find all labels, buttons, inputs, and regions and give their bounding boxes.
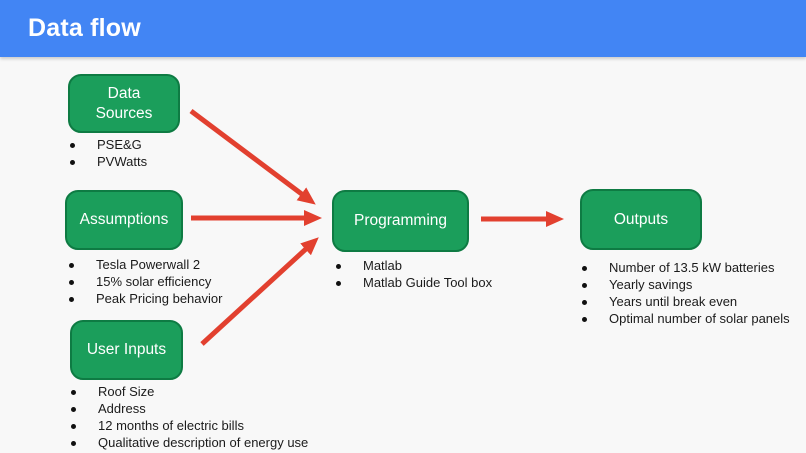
node-user-inputs: User Inputs [70, 320, 183, 380]
node-label: Outputs [613, 210, 669, 228]
node-label: Programming [353, 212, 448, 230]
list-item: 12 months of electric bills [66, 417, 308, 434]
list-item: Matlab Guide Tool box [331, 274, 492, 291]
list-item: Peak Pricing behavior [64, 290, 222, 307]
list-item: Address [66, 400, 308, 417]
list-item: Yearly savings [577, 276, 790, 293]
list-item: 15% solar efficiency [64, 273, 222, 290]
list-item: PSE&G [65, 136, 147, 153]
list-item: Number of 13.5 kW batteries [577, 259, 790, 276]
slide-header: Data flow [0, 0, 806, 57]
node-outputs: Outputs [580, 189, 702, 250]
node-assumptions: Assumptions [65, 190, 183, 250]
node-label: User Inputs [86, 341, 167, 359]
page-title: Data flow [28, 14, 141, 42]
list-item: PVWatts [65, 153, 147, 170]
list-item: Qualitative description of energy use [66, 434, 308, 451]
list-item: Matlab [331, 257, 492, 274]
node-label: Assumptions [79, 211, 169, 229]
node-label: Data Sources [95, 85, 153, 122]
arrow-data-sources-to-programming [189, 109, 316, 205]
list-item: Tesla Powerwall 2 [64, 256, 222, 273]
list-item: Optimal number of solar panels [577, 310, 790, 327]
list-item: Roof Size [66, 383, 308, 400]
list-item: Years until break even [577, 293, 790, 310]
node-data-sources: Data Sources [68, 74, 180, 133]
node-programming: Programming [332, 190, 469, 252]
